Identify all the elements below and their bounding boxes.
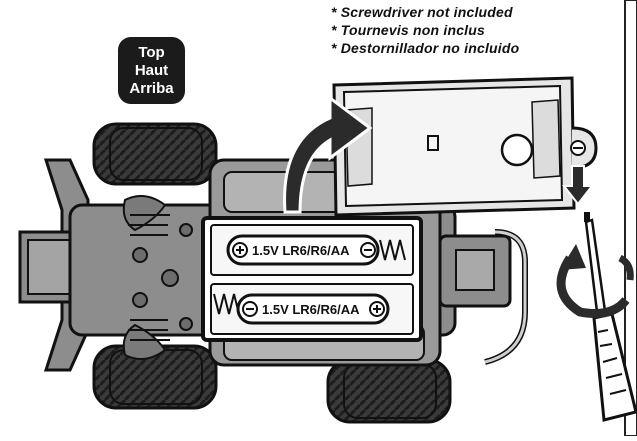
- battery-lid: [332, 76, 598, 217]
- rear-bumper: [438, 229, 528, 365]
- battery-bottom: 1.5V LR6/R6/AA: [213, 293, 390, 325]
- tire-rear-right: [326, 358, 452, 424]
- tire-front-left: [92, 122, 218, 186]
- screw-arrow: [561, 165, 595, 206]
- badge-line-en: Top: [138, 43, 165, 61]
- badge-line-fr: Haut: [134, 61, 169, 79]
- battery-top: 1.5V LR6/R6/AA: [226, 234, 406, 266]
- battery-bottom-label: 1.5V LR6/R6/AA: [262, 302, 360, 317]
- badge-line-es: Arriba: [129, 79, 174, 97]
- battery-top-label: 1.5V LR6/R6/AA: [252, 243, 350, 258]
- note-en: * Screwdriver not included: [331, 4, 513, 20]
- front-springs: [122, 195, 170, 360]
- tire-rear-left: [92, 344, 218, 410]
- lift-arrow: [283, 95, 373, 214]
- note-es: * Destornillador no incluido: [331, 40, 520, 56]
- note-fr: * Tournevis non inclus: [331, 22, 486, 38]
- rotate-arrow: [556, 244, 634, 318]
- screwdriver: [584, 212, 637, 422]
- orientation-badge: Top Haut Arriba: [118, 37, 185, 104]
